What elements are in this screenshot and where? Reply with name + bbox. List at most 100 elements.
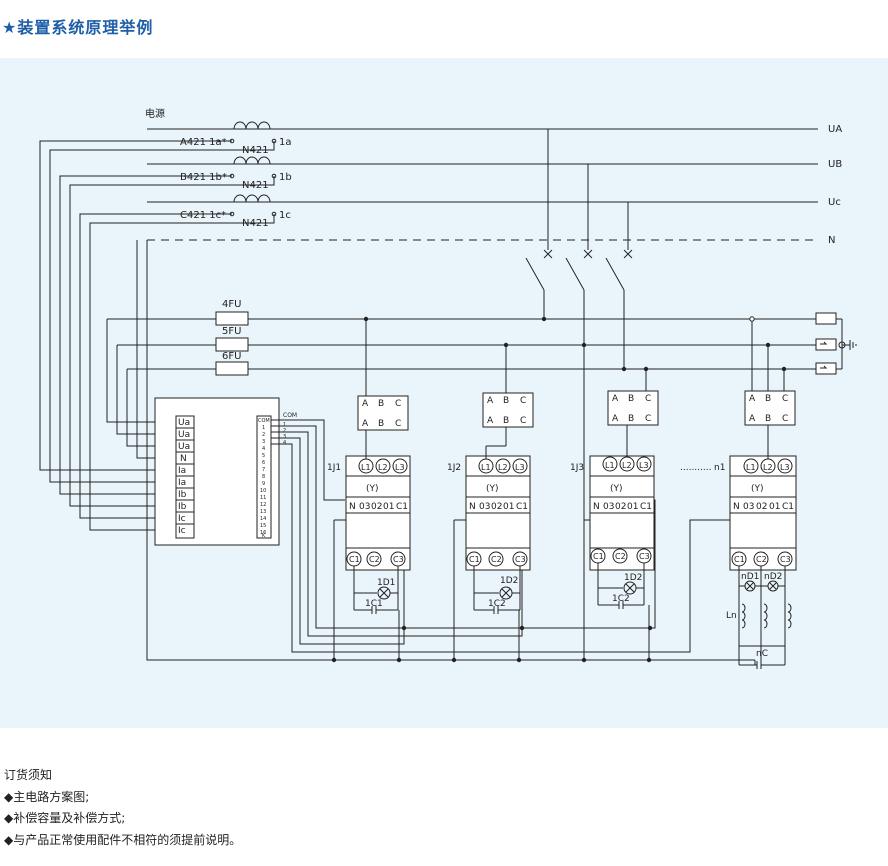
com-pin-4: 4 [283,440,286,446]
fuse-label-4fu: 4FU [222,299,241,310]
controller-unit [154,397,280,546]
fuse-block-2-bottom-c: C [520,416,526,426]
indicator-nd1: nD1 [741,572,759,582]
fuse-block-3-top-b: B [628,394,634,404]
contactor-ellipsis: ........... [680,463,711,473]
controller-output-8: 8 [262,474,265,480]
contactor-3-aux-n: N [593,502,600,512]
contactor-3-l3: L3 [639,461,649,470]
note-item-capacity: ◆补偿容量及补偿方式; [4,811,126,825]
branch-2 [453,392,534,660]
fuse-block-2-bottom-a: A [487,416,494,426]
ct-signal-wiring [39,140,755,661]
controller-input-ib1: Ib [178,490,187,500]
controller-output-3: 3 [262,439,265,445]
com-pin-labels: 1 2 3 4 [283,422,286,446]
fuse-block-1-top-c: C [395,399,401,409]
power-label: 电源 [145,107,165,120]
contactor-3-y: (Y) [610,484,623,494]
indicator-branch-3: 1D2 [624,573,642,583]
branch-3-labels: A B C A B C 1J3 L1 L2 L3 (Y) N 03 02 01 … [570,394,652,604]
bus-label-ub: UB [828,159,842,170]
fuse-block-2-top-b: B [503,396,509,406]
wiring-diagram: 电源 UA UB Uc N A421 1a* B421 1b* C421 1c*… [39,107,857,669]
fuse-label-6fu: 6FU [222,351,241,362]
controller-input-labels: Ua Ua Ua N Ia Ia Ib Ib Ic Ic [178,418,190,536]
right-terminals [815,312,857,375]
capacitor-nc: nC [756,649,768,659]
controller-output-6: 6 [262,460,265,466]
fuse-block-1-bottom-a: A [362,419,369,429]
branch-n [729,390,797,669]
contactor-3-aux-01: 01 [627,502,638,512]
contactor-n-l3: L3 [780,463,790,472]
branch-n-cap-c3: C3 [780,555,791,564]
fuse-block-1-top-b: B [378,399,384,409]
controller-input-ic1: Ic [178,514,186,524]
current-transformer-b [229,156,277,179]
contactor-2-aux-03: 03 [479,502,490,512]
contactor-2-aux-c1: C1 [516,502,528,512]
controller-output-4: 4 [262,446,265,452]
isolating-switches [525,129,633,369]
contactor-2-label: 1J2 [447,463,461,473]
indicator-1d1: 1D1 [377,578,395,588]
capacitor-branch-3: 1C2 [612,594,630,604]
controller-input-ua1: Ua [178,418,190,428]
contactor-1-l2: L2 [378,463,388,472]
note-item-accessories: ◆与产品正常使用配件不相符的须提前说明。 [4,832,242,847]
ct-a-primary-label: A421 1a* [180,137,227,148]
contactor-2-l1: L1 [481,463,491,472]
order-notes: 订货须知 ◆主电路方案图; ◆补偿容量及补偿方式; ◆与产品正常使用配件不相符的… [4,765,241,851]
fuse-block-3-top-c: C [645,394,651,404]
contactor-3-aux-02: 02 [615,502,626,512]
capacitor-branch-2: 1C2 [488,599,506,609]
contactor-1-label: 1J1 [327,463,341,473]
contactor-2-aux-n: N [469,502,476,512]
contactor-n-l1: L1 [746,463,756,472]
indicator-nd2: nD2 [764,572,782,582]
controller-output-k: K [262,533,266,539]
contactor-n-aux-01: 01 [769,502,780,512]
bus-label-n: N [828,235,835,246]
contactor-n-label: n1 [714,463,725,473]
fuse-block-3-bottom-a: A [612,414,619,424]
fuse-block-1-top-a: A [362,399,369,409]
branch-1 [333,395,411,660]
com-pin-2: 2 [283,428,286,434]
fuse-block-3-bottom-c: C [645,414,651,424]
branch-3-cap-c3: C3 [639,552,650,561]
fuse-block-2-top-a: A [487,396,494,406]
fuse-block-n-top-b: B [765,394,771,404]
contactor-2-aux-02: 02 [491,502,502,512]
branch-2-cap-c1: C1 [469,555,480,564]
contactor-3-label: 1J3 [570,463,584,473]
controller-output-1: 1 [262,425,265,431]
fuse-block-2-bottom-b: B [503,416,509,426]
current-transformer-a [229,121,277,144]
phase-buses [147,128,818,241]
controller-output-11: 11 [260,495,266,501]
contactor-1-aux-c1: C1 [396,502,408,512]
contactor-2-l2: L2 [498,463,508,472]
com-pin-3: 3 [283,434,286,440]
fuse-block-n-bottom-a: A [749,414,756,424]
contactor-1-aux-03: 03 [359,502,370,512]
contactor-1-l1: L1 [361,463,371,472]
controller-output-com: COM [258,418,270,424]
controller-output-10: 10 [260,488,266,494]
ct-a-secondary-label: 1a [279,137,292,148]
ct-b-secondary-label: 1b [279,172,292,183]
current-transformer-c [229,194,277,217]
contactor-3-aux-03: 03 [603,502,614,512]
contactor-2-aux-01: 01 [503,502,514,512]
section-heading: ★装置系统原理举例 [2,18,154,37]
open-junction [749,316,755,322]
controller-input-ib2: Ib [178,502,187,512]
ct-c-secondary-label: 1c [279,210,291,221]
controller-output-13: 13 [260,509,266,515]
bus-label-uc: Uc [828,197,841,208]
branch-3-cap-c2: C2 [615,552,626,561]
ct-c-primary-label: C421 1c* [180,210,226,221]
schematic-panel: 电源 UA UB Uc N A421 1a* B421 1b* C421 1c*… [0,58,888,728]
